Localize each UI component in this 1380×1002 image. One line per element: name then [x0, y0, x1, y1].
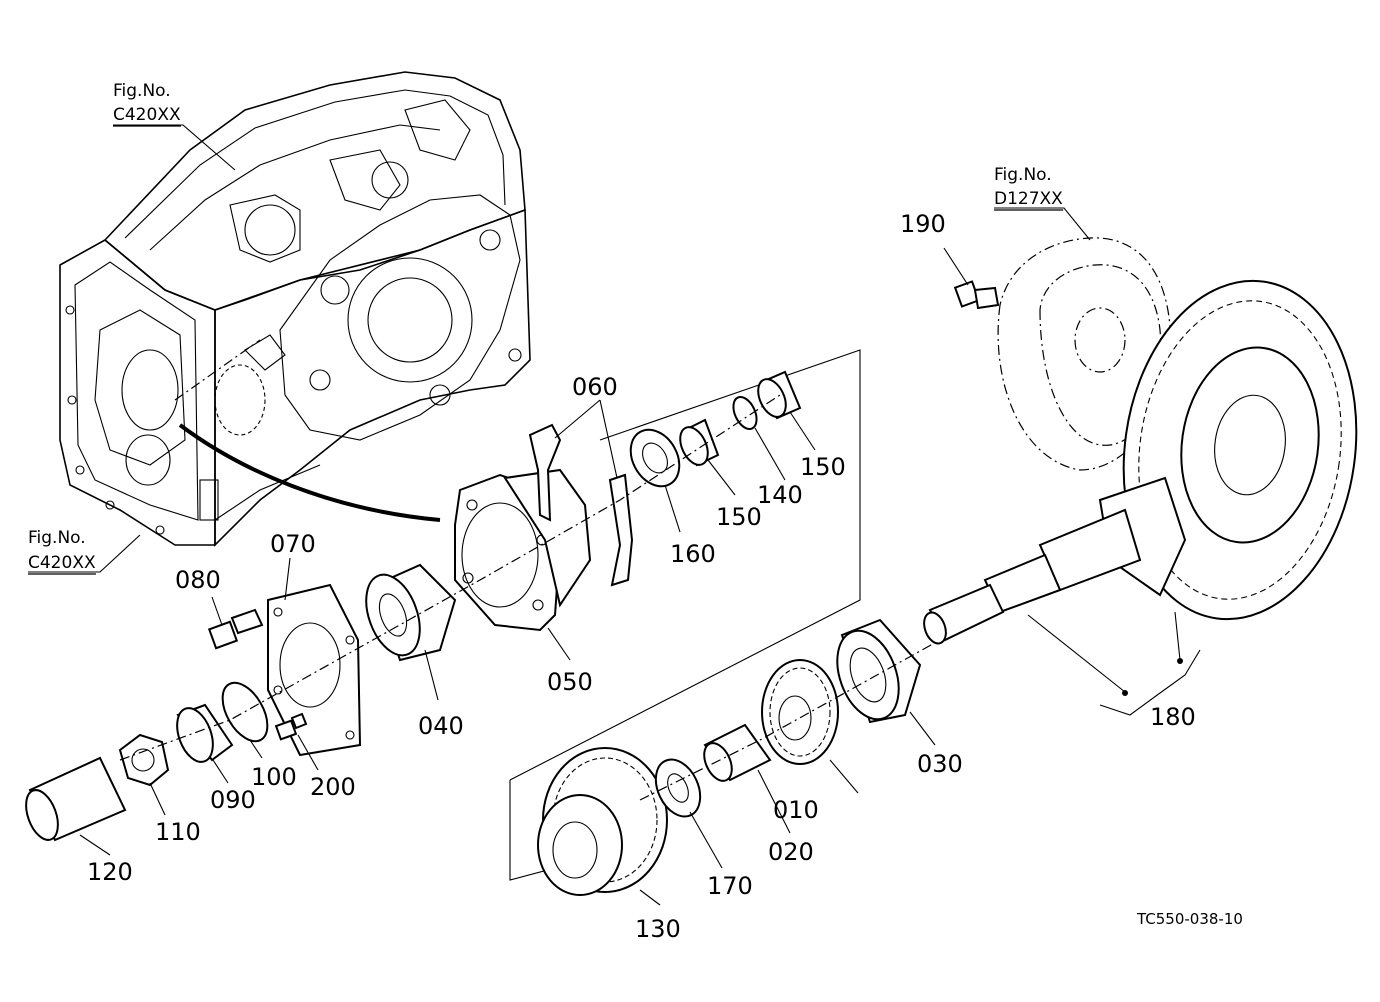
part-label-150-a[interactable]: 150: [716, 503, 762, 531]
fig-ref-3-prefix: Fig.No.: [994, 165, 1052, 185]
fig-ref-1-code[interactable]: C420XX: [113, 105, 181, 125]
part-010-gear: [761, 659, 839, 765]
part-label-180[interactable]: 180: [1150, 703, 1196, 731]
part-120-sleeve: [25, 756, 127, 842]
part-label-070[interactable]: 070: [270, 530, 316, 558]
part-170-washer: [654, 758, 702, 818]
part-label-010[interactable]: 010: [773, 796, 819, 824]
part-label-100[interactable]: 100: [251, 763, 297, 791]
part-label-130[interactable]: 130: [635, 915, 681, 943]
part-140-snap-ring: [732, 396, 758, 430]
part-060-clips: [528, 423, 634, 587]
part-030-ball-bearing: [836, 618, 922, 724]
shaft-axis: [119, 394, 781, 761]
part-label-120[interactable]: 120: [87, 858, 133, 886]
part-160-washer: [629, 428, 681, 488]
case-axis-line: [174, 339, 261, 401]
drawing-code: TC550-038-10: [1136, 910, 1243, 928]
part-label-060[interactable]: 060: [572, 373, 618, 401]
part-label-090[interactable]: 090: [210, 786, 256, 814]
part-label-110[interactable]: 110: [155, 818, 201, 846]
part-200-bolt: [274, 712, 308, 741]
part-020-collar: [703, 723, 772, 782]
part-label-150-b[interactable]: 150: [800, 453, 846, 481]
lower-axis: [639, 639, 941, 801]
part-label-030[interactable]: 030: [917, 750, 963, 778]
part-label-140[interactable]: 140: [757, 481, 803, 509]
part-130-gear: [537, 747, 668, 896]
part-label-200[interactable]: 200: [310, 773, 356, 801]
fig-ref-2-prefix: Fig.No.: [28, 528, 86, 548]
transmission-case: [59, 71, 531, 547]
leader-lines: [28, 124, 1091, 906]
part-label-080[interactable]: 080: [175, 566, 221, 594]
assembly-frame-upper: [509, 349, 861, 781]
part-080-bolt: [207, 608, 264, 650]
part-label-170[interactable]: 170: [707, 872, 753, 900]
part-180-bracket: [1027, 611, 1201, 716]
part-label-020[interactable]: 020: [768, 838, 814, 866]
part-label-040[interactable]: 040: [418, 712, 464, 740]
case-leader-line: [178, 423, 441, 522]
part-110-nut: [118, 733, 170, 787]
part-190-bolt: [953, 280, 1000, 310]
part-150-needle-bearing-b: [757, 370, 802, 420]
fig-ref-1-prefix: Fig.No.: [113, 81, 171, 101]
part-070-plate: [267, 583, 362, 757]
part-180-ring-gear-and-pinion: [923, 279, 1358, 645]
part-label-190[interactable]: 190: [900, 210, 946, 238]
part-050-coupling-housing: [454, 468, 592, 632]
fig-ref-3-code[interactable]: D127XX: [994, 189, 1063, 209]
fig-ref-2-code[interactable]: C420XX: [28, 553, 96, 573]
part-040-ball-bearing: [365, 563, 457, 662]
part-label-050[interactable]: 050: [547, 668, 593, 696]
part-090-roller-bearing: [176, 703, 234, 763]
part-150-needle-bearing-a: [679, 418, 720, 467]
part-label-160[interactable]: 160: [670, 540, 716, 568]
